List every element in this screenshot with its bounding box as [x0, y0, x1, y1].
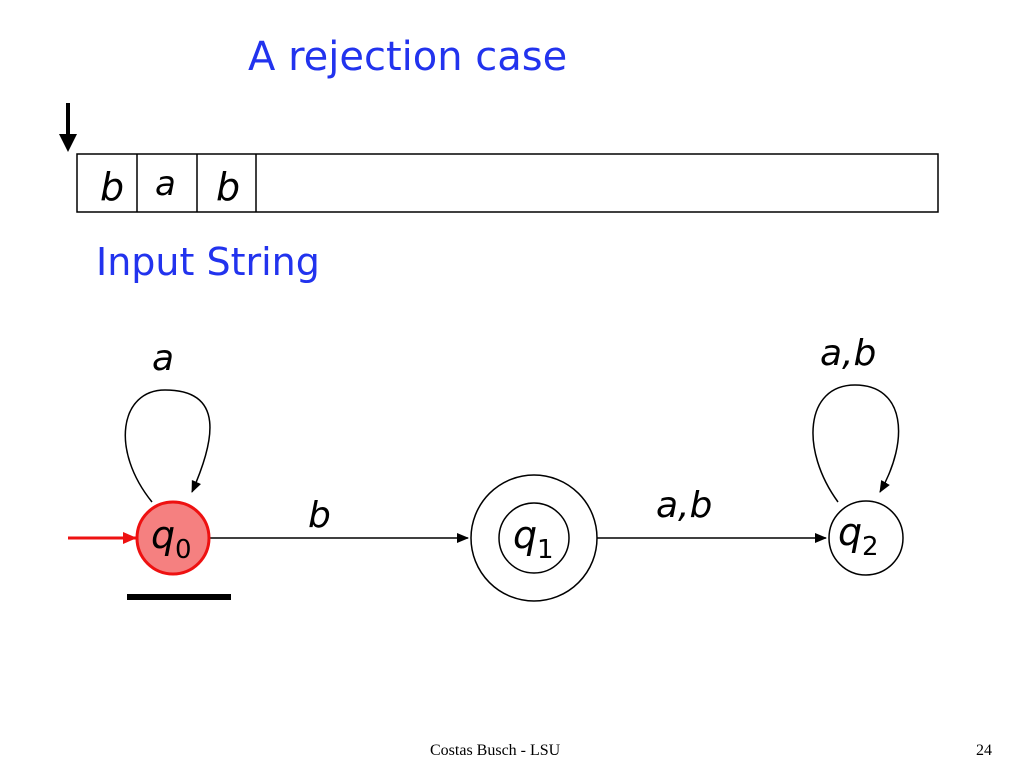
- transition-q0-q0: [124, 389, 211, 503]
- state-q2-label: q: [838, 510, 862, 554]
- footer-author: Costas Busch - LSU: [430, 742, 561, 759]
- tape-cell-2: b: [216, 165, 240, 209]
- state-q1: q 1: [470, 474, 598, 602]
- input-string-label: Input String: [96, 240, 320, 284]
- tape-cell-1: a: [155, 164, 176, 204]
- input-tape: b a b: [76, 153, 939, 213]
- state-q1-label: q: [513, 513, 537, 557]
- slide-title: A rejection case: [248, 34, 568, 80]
- tape-head-arrow: [59, 103, 77, 152]
- transition-label-q0-q0: a: [152, 338, 174, 379]
- page-number: 24: [976, 742, 992, 759]
- transition-q2-q2: [812, 384, 900, 503]
- state-q0-subscript: 0: [175, 535, 192, 565]
- transition-label-q1-q2: a,b: [656, 485, 712, 526]
- state-q0: q 0: [135, 500, 211, 576]
- state-q2: q 2: [828, 500, 904, 576]
- current-state-underline: [127, 594, 231, 600]
- state-q0-label: q: [151, 513, 175, 557]
- tape-cell-0: b: [100, 165, 124, 209]
- state-q2-subscript: 2: [862, 532, 879, 562]
- transition-label-q0-q1: b: [308, 495, 331, 536]
- state-q1-subscript: 1: [537, 535, 554, 565]
- transition-label-q2-q2: a,b: [820, 333, 876, 374]
